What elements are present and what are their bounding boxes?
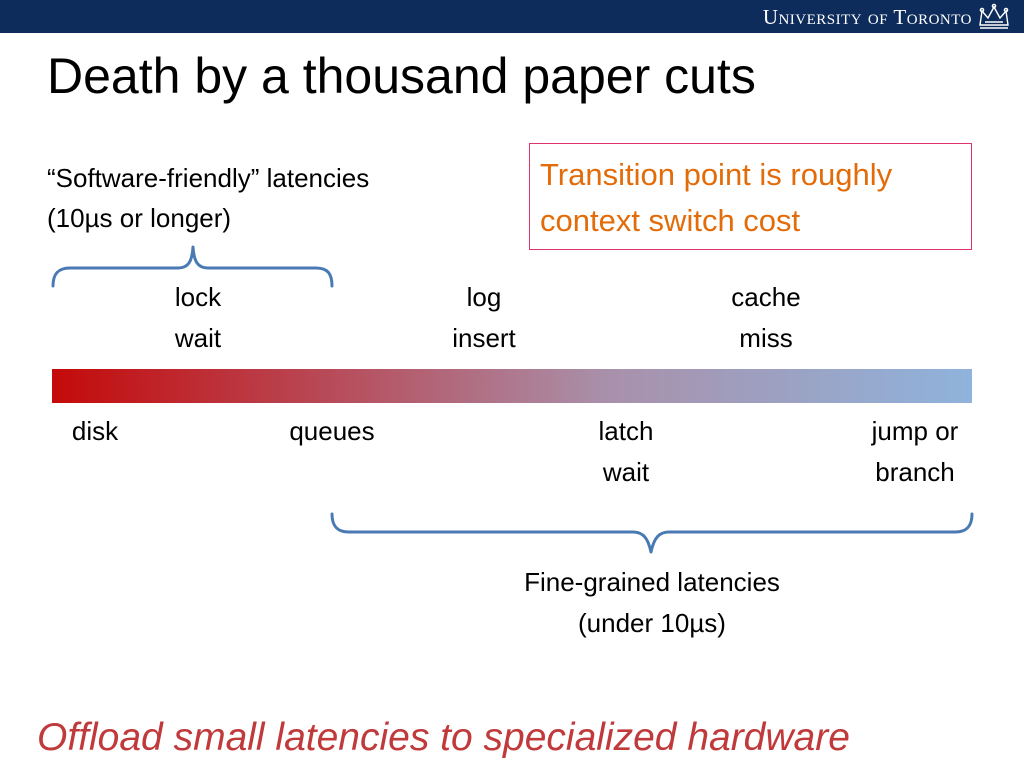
label-line: latch	[598, 416, 654, 446]
fine-grained-line1: Fine-grained latencies	[524, 567, 780, 597]
software-friendly-brace	[51, 245, 334, 288]
callout-line2: context switch cost	[540, 203, 801, 238]
label-line: log	[466, 282, 502, 312]
label-line: miss	[739, 323, 793, 353]
callout-line1: Transition point is roughly	[540, 157, 893, 192]
label-disk: disk	[55, 411, 135, 452]
label-line: disk	[71, 416, 119, 446]
university-name: University of Toronto	[762, 4, 972, 29]
software-friendly-line1: “Software-friendly” latencies	[47, 163, 370, 193]
label-line: branch	[875, 457, 955, 487]
label-cache-miss: cache miss	[706, 277, 826, 359]
label-line: queues	[289, 416, 375, 446]
conclusion-text: Offload small latencies to specialized h…	[37, 716, 850, 759]
label-line: wait	[602, 457, 650, 487]
label-log-insert: log insert	[424, 277, 544, 359]
fine-grained-line2: (under 10µs)	[578, 608, 726, 638]
label-lock-wait: lock wait	[138, 277, 258, 359]
transition-callout: Transition point is roughly context swit…	[529, 143, 972, 250]
label-line: lock	[174, 282, 222, 312]
label-jump-or-branch: jump or branch	[845, 411, 985, 493]
label-line: cache	[731, 282, 801, 312]
label-line: insert	[452, 323, 516, 353]
slide-title: Death by a thousand paper cuts	[47, 48, 756, 104]
label-queues: queues	[272, 411, 392, 452]
label-line: jump or	[871, 416, 959, 446]
label-latch-wait: latch wait	[566, 411, 686, 493]
software-friendly-line2: (10µs or longer)	[47, 203, 232, 233]
fine-grained-brace	[330, 512, 974, 554]
software-friendly-latencies: “Software-friendly” latencies (10µs or l…	[47, 158, 369, 238]
university-brand: University of Toronto	[763, 3, 1012, 31]
fine-grained-latencies: Fine-grained latencies (under 10µs)	[452, 562, 852, 644]
crown-crest-icon	[979, 3, 1009, 29]
latency-gradient-bar	[52, 369, 972, 403]
label-line: wait	[174, 323, 222, 353]
header-bar: University of Toronto	[0, 0, 1024, 33]
